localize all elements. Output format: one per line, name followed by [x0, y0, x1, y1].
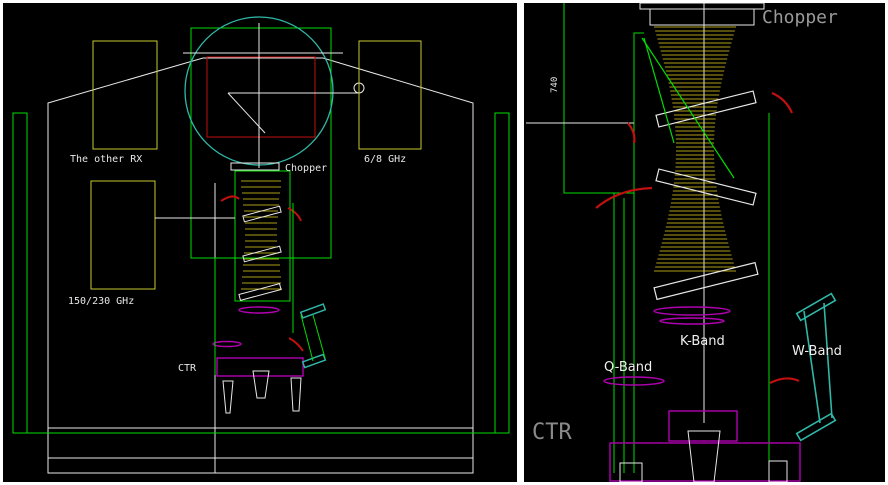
left-cad-panel: The other RX 6/8 GHz Chopper 150/230 GHz… — [3, 3, 517, 482]
optics-frame-right — [563, 3, 770, 473]
right-cad-panel: Chopper 740 — [524, 3, 885, 482]
left-cad-drawing: The other RX 6/8 GHz Chopper 150/230 GHz… — [12, 16, 510, 474]
curved-mirrors — [220, 195, 304, 352]
beam-bundle-right — [654, 26, 736, 272]
w-band-optics — [214, 203, 326, 375]
label-chopper-left: Chopper — [285, 163, 327, 174]
w-band-dewar-right — [795, 292, 837, 442]
chopper-block — [649, 8, 755, 26]
label-dim-740: 740 — [550, 77, 560, 93]
label-6-8-ghz: 6/8 GHz — [364, 154, 406, 165]
curved-mirrors-right — [595, 91, 800, 384]
label-other-rx: The other RX — [70, 154, 142, 165]
optic-plates-right — [641, 37, 759, 301]
label-ctr-left: CTR — [178, 363, 197, 374]
feed-horns — [222, 370, 302, 414]
label-chopper-right: Chopper — [762, 7, 838, 28]
label-q-band: Q-Band — [604, 360, 652, 375]
beam-bundle — [241, 180, 282, 290]
lenses-right — [603, 306, 801, 482]
optic-plates — [238, 205, 282, 301]
label-ctr-right: CTR — [532, 420, 572, 445]
right-cad-drawing: Chopper 740 — [526, 3, 842, 482]
chopper-blade — [230, 162, 280, 171]
w-band-dewar — [299, 303, 327, 369]
lenses — [212, 306, 304, 377]
cabin-frame — [47, 57, 474, 474]
label-k-band: K-Band — [680, 334, 725, 349]
feed-horns-right — [619, 430, 788, 482]
label-w-band: W-Band — [792, 344, 842, 359]
label-150-230-ghz: 150/230 GHz — [68, 296, 134, 307]
receiver-boxes — [90, 40, 422, 290]
optics-frame — [12, 27, 510, 434]
central-mirror-box — [206, 56, 316, 138]
